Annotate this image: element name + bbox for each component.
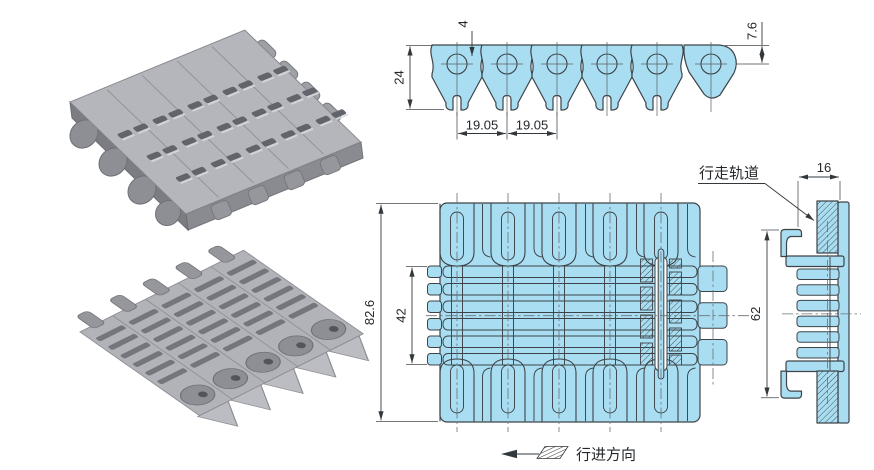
- plan-centerlines: [426, 193, 752, 432]
- module-prong: [110, 294, 137, 312]
- travel-direction-label: 行进方向: [576, 447, 636, 464]
- retaining-hook-bottom: [780, 370, 803, 399]
- surface-hatch-symbol: [536, 446, 569, 459]
- plate-wedge: [327, 335, 370, 362]
- module-foot: [319, 154, 341, 176]
- travel-direction: 行进方向: [501, 446, 636, 464]
- dimension-hinge-42: 42: [394, 266, 427, 365]
- plan-view: 82.6 42: [362, 193, 752, 432]
- end-link-head: [683, 42, 737, 112]
- dim-pitch-b-label: 19.05: [516, 118, 549, 133]
- plate-wedge: [229, 384, 272, 411]
- dim-overall-width-label: 82.6: [362, 300, 377, 325]
- plate-wedge: [196, 400, 239, 427]
- bottom-flange: [785, 360, 845, 373]
- dimension-overall-82-6: 82.6: [362, 203, 438, 422]
- dimension-span-62: 62: [748, 229, 779, 399]
- dimension-thickness-4: 4: [456, 20, 475, 56]
- side-view: 16 62 行走轨道: [698, 160, 861, 424]
- module-prong: [175, 262, 203, 280]
- module-foot: [247, 184, 269, 206]
- dim-hinge-width-label: 42: [394, 308, 409, 322]
- top-flange: [785, 255, 845, 268]
- side-plate: [837, 201, 850, 424]
- plate-wedge: [294, 351, 337, 378]
- dim-rail-width-label: 16: [817, 160, 831, 175]
- dimension-rail-16: 16: [797, 160, 841, 227]
- dim-thickness-label: 4: [456, 20, 471, 27]
- dimension-height-24: 24: [392, 45, 444, 110]
- product-photo-3d: [69, 29, 370, 427]
- module-foot: [210, 199, 232, 221]
- dimension-top-to-pin-7-6: 7.6: [725, 22, 769, 65]
- hinge-knuckles-with-holes: [179, 319, 347, 406]
- retaining-hook-top: [780, 228, 803, 258]
- top-chain-module-3d: [69, 29, 364, 232]
- dimension-pitch: 19.05 19.05: [456, 112, 558, 140]
- module-top-face: [69, 29, 362, 215]
- module-prong: [142, 278, 170, 296]
- running-track-callout: 行走轨道: [698, 165, 815, 221]
- dim-pitch-a-label: 19.05: [466, 118, 499, 133]
- pin-section-column: [640, 248, 682, 380]
- dim-tab-span-label: 62: [748, 307, 763, 321]
- dim-top-to-pin-label: 7.6: [745, 22, 760, 40]
- module-prong: [77, 311, 105, 329]
- module-underside-face: [77, 245, 370, 427]
- dim-height-label: 24: [392, 70, 407, 84]
- travel-direction-arrowhead: [501, 449, 517, 459]
- module-prong: [208, 245, 236, 263]
- teeth-stack: [796, 268, 840, 359]
- module-foot: [283, 169, 305, 191]
- plate-wedge: [262, 367, 304, 395]
- running-track-label: 行走轨道: [699, 165, 759, 182]
- bottom-chain-module-3d: [77, 245, 370, 427]
- profile-view: 24 4 7.6 19.05 19.05: [392, 20, 769, 140]
